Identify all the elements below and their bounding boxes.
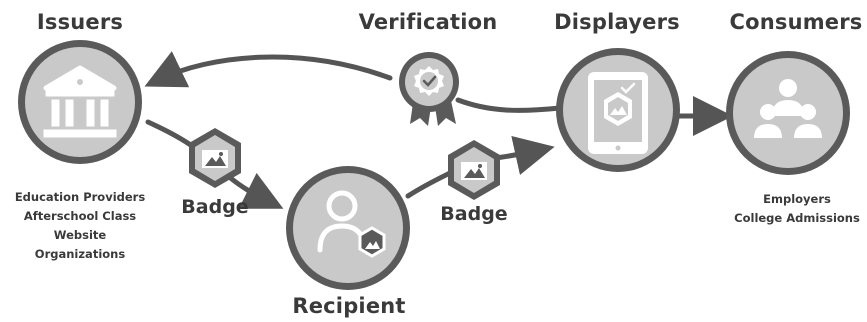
institution-building-icon [43, 65, 117, 138]
issuers-list-item: Website [53, 228, 107, 242]
arrow-badge-to-recipient [225, 172, 284, 209]
line-verification-to-displayers [455, 97, 563, 113]
person-with-badge-icon [317, 190, 386, 258]
verification-title: Verification [358, 10, 498, 34]
issuers-node [18, 40, 142, 164]
recipient-node [286, 166, 410, 290]
hexagon-image-badge-icon [461, 162, 487, 180]
hexagon-image-badge-icon [202, 150, 228, 168]
arrow-verification-to-issuers [144, 51, 393, 88]
arrow-badge-to-displayers [493, 135, 555, 175]
consumers-list: Employers College Admissions [734, 190, 860, 228]
badge-1 [189, 128, 241, 188]
badge-label-1: Badge [181, 196, 249, 218]
verified-seal-icon [414, 66, 444, 96]
consumers-list-item: Employers [763, 192, 831, 206]
issuers-title: Issuers [36, 10, 124, 34]
people-group-icon [754, 79, 822, 138]
consumers-title: Consumers [729, 10, 863, 34]
issuers-list-item: Education Providers [14, 190, 146, 204]
issuers-list: Education Providers Afterschool Class We… [15, 188, 145, 264]
recipient-title: Recipient [292, 294, 406, 318]
displayers-node [556, 48, 680, 172]
issuers-list-item: Organizations [34, 247, 126, 261]
issuers-list-item: Afterschool Class [23, 209, 137, 223]
consumers-list-item: College Admissions [734, 211, 860, 225]
badge-2 [448, 140, 500, 200]
badge-label-2: Badge [440, 203, 508, 225]
arrow-recipient-to-badge [405, 169, 455, 199]
displayers-title: Displayers [554, 10, 680, 34]
tablet-badge-icon [588, 72, 648, 154]
consumers-node [726, 51, 850, 175]
verification-node [399, 52, 459, 126]
